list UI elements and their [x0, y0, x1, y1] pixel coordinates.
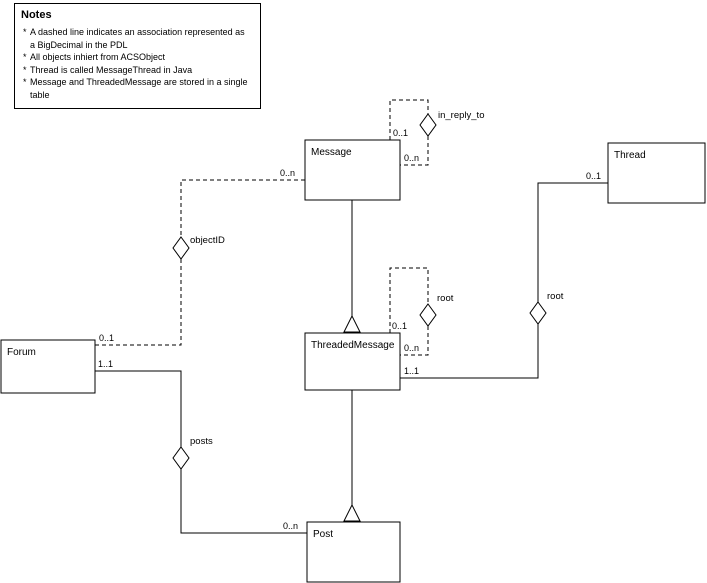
note-item: * A dashed line indicates an association…: [21, 26, 252, 51]
note-item: * Thread is called MessageThread in Java: [21, 64, 252, 77]
class-name-forum: Forum: [7, 347, 36, 358]
association-label: in_reply_to: [438, 110, 484, 121]
multiplicity-label: 0..1: [392, 321, 407, 331]
association-line: [389, 267, 429, 333]
multiplicity-label: 0..n: [280, 168, 295, 178]
notes-box: Notes * A dashed line indicates an assoc…: [14, 3, 261, 109]
class-box-post: Post: [306, 521, 401, 583]
multiplicity-label: 0..1: [393, 128, 408, 138]
note-text: A dashed line indicates an association r…: [30, 27, 245, 50]
association-in-reply-to: 0..1 0..n in_reply_to: [389, 99, 484, 166]
class-box-forum: Forum: [0, 339, 96, 394]
aggregation-diamond-icon: [419, 113, 437, 137]
multiplicity-label: 0..n: [404, 343, 419, 353]
aggregation-diamond-icon: [172, 446, 190, 470]
generalization-triangle-icon: [343, 314, 361, 333]
note-item: * All objects inhiert from ACSObject: [21, 51, 252, 64]
note-text: All objects inhiert from ACSObject: [30, 52, 166, 62]
bullet-icon: *: [23, 27, 27, 37]
class-name-thread: Thread: [614, 150, 646, 161]
association-line: [400, 324, 539, 379]
association-line: [537, 182, 608, 302]
bullet-icon: *: [23, 52, 27, 62]
association-label: root: [437, 293, 454, 304]
multiplicity-label: 0..n: [283, 521, 298, 531]
multiplicity-label: 0..1: [586, 171, 601, 181]
class-box-rect: [304, 139, 401, 201]
generalization-threadedmessage-post: [343, 390, 361, 522]
aggregation-diamond-icon: [172, 236, 190, 260]
association-label: root: [547, 291, 564, 302]
multiplicity-label: 0..1: [99, 333, 114, 343]
aggregation-diamond-icon: [529, 301, 547, 325]
association-line: [95, 370, 182, 447]
association-objectid: 0..n 0..1 objectID: [95, 168, 305, 346]
class-box-rect: [0, 339, 96, 394]
multiplicity-label: 1..1: [98, 359, 113, 369]
class-box-rect: [306, 521, 401, 583]
class-box-threadedmessage: ThreadedMessage: [304, 332, 401, 391]
multiplicity-label: 1..1: [404, 366, 419, 376]
association-root-self: 0..1 0..n root: [389, 267, 454, 356]
class-box-thread: Thread: [607, 142, 706, 204]
generalization-triangle-icon: [343, 503, 361, 522]
association-line: [400, 136, 429, 166]
class-box-rect: [304, 332, 401, 391]
association-line: [389, 99, 429, 140]
association-label: objectID: [190, 235, 225, 246]
association-line: [180, 179, 305, 237]
association-line: [400, 326, 429, 356]
association-line: [95, 259, 182, 346]
note-text: Message and ThreadedMessage are stored i…: [30, 77, 248, 100]
bullet-icon: *: [23, 64, 27, 75]
association-label: posts: [190, 436, 213, 447]
class-box-rect: [607, 142, 706, 204]
note-item: * Message and ThreadedMessage are stored…: [21, 76, 252, 101]
generalization-message-threadedmessage: [343, 200, 361, 333]
note-text: Thread is called MessageThread in Java: [30, 64, 193, 75]
association-line: [180, 469, 307, 534]
multiplicity-label: 0..n: [404, 153, 419, 163]
association-posts: 1..1 0..n posts: [95, 359, 307, 534]
class-name-post: Post: [313, 529, 333, 540]
class-name-message: Message: [311, 147, 352, 158]
class-box-message: Message: [304, 139, 401, 201]
class-name-threadedmessage: ThreadedMessage: [311, 340, 395, 351]
notes-title: Notes: [21, 9, 52, 21]
association-root-thread: 0..1 1..1 root: [400, 171, 608, 379]
aggregation-diamond-icon: [419, 303, 437, 327]
bullet-icon: *: [23, 77, 27, 87]
